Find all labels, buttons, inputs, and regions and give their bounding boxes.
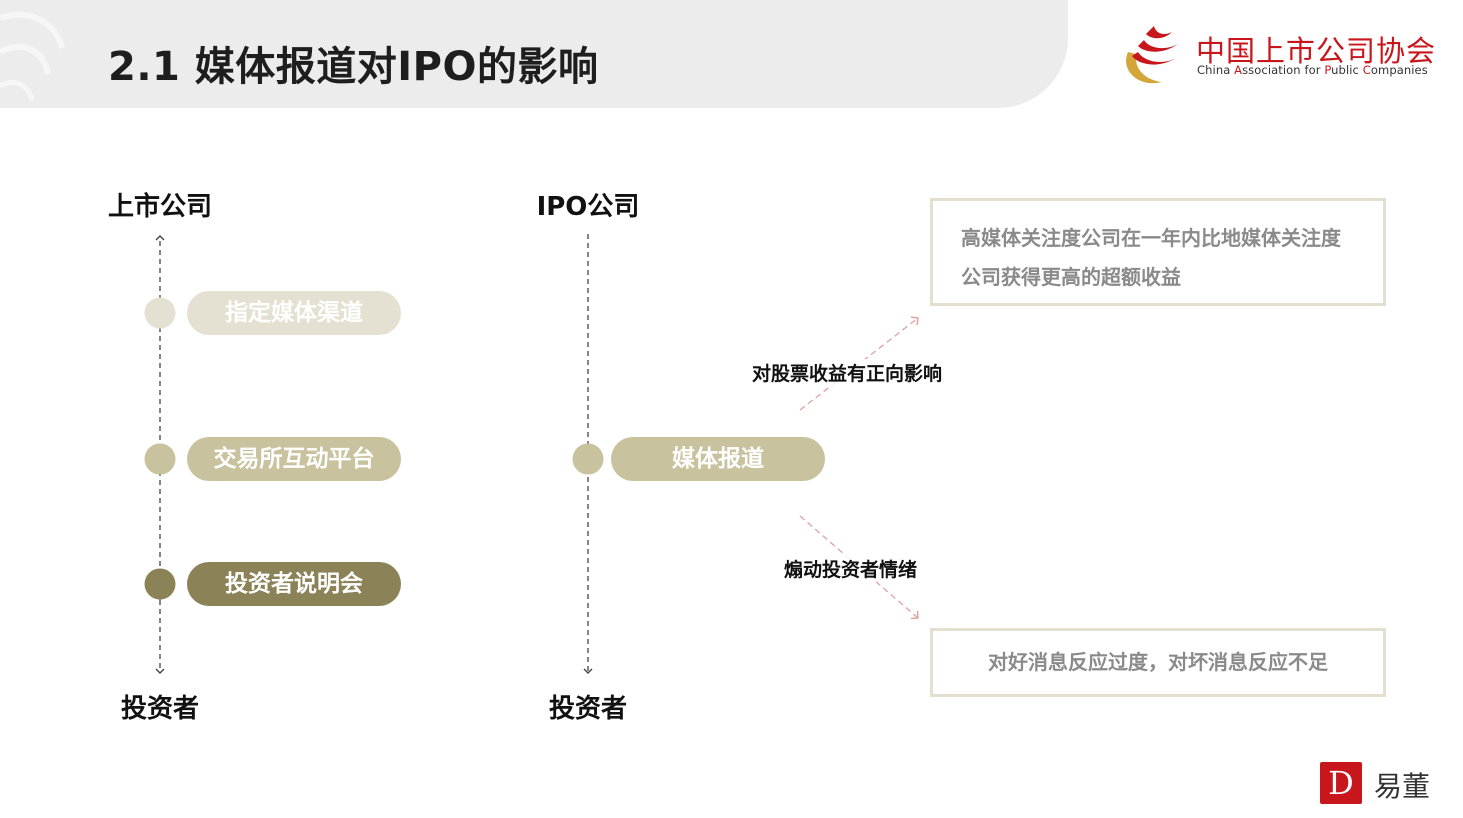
excess-return-result-box: 高媒体关注度公司在一年内比地媒体关注度公司获得更高的超额收益: [930, 198, 1386, 306]
yidong-brand-name: 易董: [1374, 770, 1431, 803]
yidong-logo-icon: D: [1320, 762, 1362, 804]
association-logo: 中国上市公司协会 China Association for Public Co…: [1116, 22, 1446, 88]
channel-dot-briefing: [144, 568, 176, 600]
association-logo-icon: [1126, 26, 1178, 84]
channel-dot-media: [144, 297, 176, 329]
yidong-brand: D 易董: [1320, 762, 1440, 806]
header-band: 2.1 媒体报道对IPO的影响: [0, 0, 1068, 108]
association-name-cn: 中国上市公司协会: [1196, 34, 1437, 68]
channel-exchange-platform: 交易所互动平台: [187, 437, 401, 481]
positive-effect-label: 对股票收益有正向影响: [752, 359, 943, 386]
channel-dot-exchange: [144, 443, 176, 475]
ipo-company-label: IPO公司: [536, 192, 640, 222]
channel-investor-briefing: 投资者说明会: [187, 562, 401, 606]
media-report-pill: 媒体报道: [611, 437, 825, 481]
page-title: 2.1 媒体报道对IPO的影响: [108, 44, 599, 90]
middle-investor-label: 投资者: [548, 694, 628, 724]
sentiment-effect-arrow: [799, 515, 919, 620]
sentiment-effect-label: 煽动投资者情绪: [784, 555, 918, 582]
listed-company-label: 上市公司: [107, 192, 213, 222]
channel-designated-media: 指定媒体渠道: [187, 291, 401, 335]
association-name-en: China Association for Public Companies: [1197, 63, 1428, 77]
media-report-dot: [572, 443, 604, 475]
left-investor-label: 投资者: [120, 694, 200, 724]
header-decoration: [0, 11, 65, 101]
overreaction-result-box: 对好消息反应过度，对坏消息反应不足: [930, 628, 1386, 697]
